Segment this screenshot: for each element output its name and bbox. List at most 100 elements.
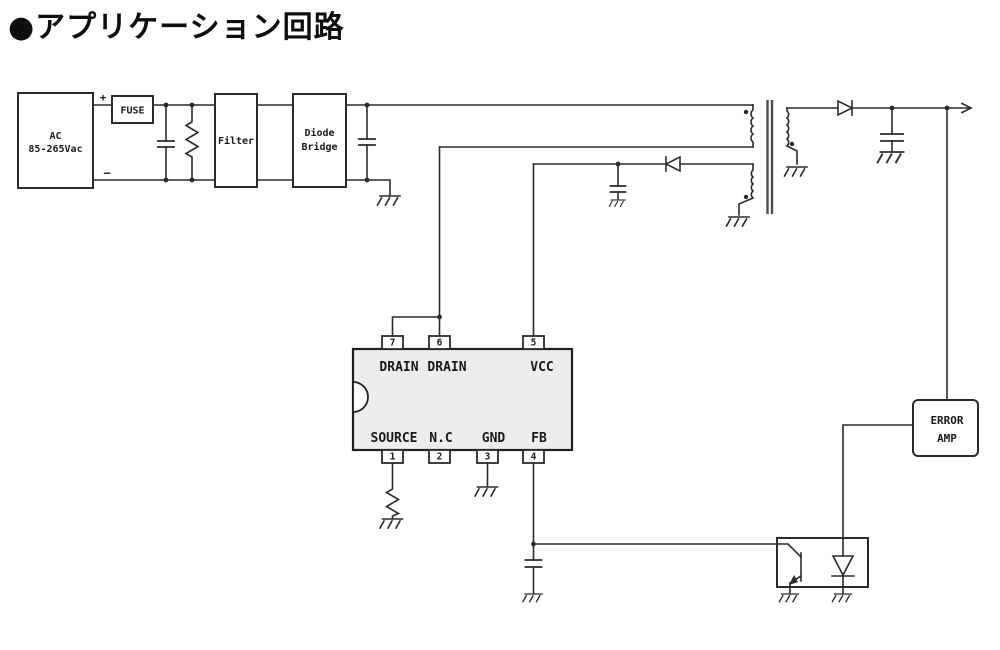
ground-icon	[608, 199, 626, 207]
diode-bridge-label-2: Bridge	[301, 141, 337, 153]
diode-icon	[837, 99, 854, 117]
fuse-box	[111, 95, 154, 124]
pin-number: 6	[437, 338, 443, 349]
diode-icon	[664, 155, 681, 173]
source-sense-resistor	[384, 462, 401, 519]
junction-dot	[163, 177, 169, 183]
pin-6	[428, 335, 451, 350]
pin-5	[522, 335, 545, 350]
error-amp-label-2: AMP	[937, 432, 957, 445]
capacitor-icon	[609, 185, 627, 193]
pin-label-gnd: GND	[482, 431, 506, 446]
capacitor-icon	[157, 140, 175, 148]
pin-number: 3	[485, 452, 491, 463]
input-bleeder-resistor	[184, 104, 200, 181]
pin-4	[522, 449, 545, 464]
junction-dots	[163, 102, 950, 547]
minus-terminal-label: −	[103, 166, 110, 180]
ac-source-block: AC 85-265Vac + −	[17, 91, 111, 189]
capacitor-icon	[880, 133, 904, 142]
pin-2	[428, 449, 451, 464]
ac-source-label: AC	[49, 131, 61, 142]
ground-icon	[725, 216, 750, 227]
opto-led-icon	[831, 537, 855, 594]
opto-phototransistor-icon	[776, 543, 803, 594]
junction-dot	[364, 177, 370, 183]
pin-number: 5	[531, 338, 537, 349]
wire	[345, 179, 391, 196]
transformer-core	[766, 100, 774, 214]
ground-icon	[474, 486, 499, 497]
plus-terminal-label: +	[100, 91, 107, 104]
pin-number: 1	[390, 452, 396, 463]
ic-chip: 7 6 5 1 2 3 4 DRAIN DRAIN VCC SOURCE N.C…	[351, 335, 574, 464]
transformer	[738, 100, 798, 216]
capacitor-icon	[358, 138, 376, 146]
diode-bridge-block: Diode Bridge	[292, 93, 347, 188]
ground-icon	[876, 151, 905, 164]
secondary-winding	[785, 107, 798, 165]
pin-number: 7	[390, 338, 396, 349]
junction-dot	[163, 102, 169, 108]
wire	[842, 424, 914, 539]
junction-dot	[189, 177, 195, 183]
fuse-label: FUSE	[120, 106, 144, 117]
ic-body	[351, 347, 574, 452]
error-amp-label-1: ERROR	[930, 414, 963, 427]
vcc-capacitor	[609, 163, 627, 200]
ground-icon	[379, 518, 404, 529]
pin-label-drain-6: DRAIN	[427, 360, 466, 375]
pin-label-nc: N.C	[429, 431, 452, 446]
optocoupler-box	[776, 537, 869, 588]
junction-dot	[944, 105, 950, 111]
junction-dot	[437, 314, 442, 320]
wires	[92, 104, 971, 545]
ground-icon	[778, 593, 800, 603]
ic-notch	[352, 381, 369, 413]
diode-bridge-label-1: Diode	[304, 127, 334, 139]
output-arrow-icon	[960, 102, 973, 114]
pin-7	[381, 335, 404, 350]
page-title: ●アプリケーション回路	[8, 10, 345, 45]
pin-label-source: SOURCE	[371, 431, 418, 446]
fuse-block: FUSE	[111, 95, 154, 124]
optocoupler	[776, 537, 869, 594]
wire	[391, 316, 441, 337]
diode-bridge-box	[292, 93, 347, 188]
polarity-dot	[743, 194, 749, 200]
junction-dot	[189, 102, 195, 108]
filter-label: Filter	[218, 135, 254, 147]
filter-box	[214, 93, 258, 188]
output-diode	[837, 99, 854, 117]
polarity-dot	[789, 141, 795, 147]
ground-icon	[783, 166, 808, 177]
input-filter-capacitor	[157, 104, 175, 181]
pin-number: 4	[531, 452, 537, 463]
ground-icon	[831, 593, 853, 603]
output-capacitor	[880, 107, 904, 152]
junction-dot	[364, 102, 370, 108]
ground-icon	[376, 195, 401, 206]
resistor-icon	[384, 462, 401, 519]
fb-capacitor	[524, 543, 543, 594]
junction-dot	[531, 541, 536, 547]
pin-label-fb: FB	[531, 431, 547, 446]
resistor-icon	[184, 104, 200, 181]
pin-number: 2	[437, 452, 443, 463]
junction-dot	[615, 161, 621, 167]
ac-source-voltage-label: 85-265Vac	[28, 144, 82, 155]
error-amp-box	[912, 399, 979, 457]
pin-label-drain-7: DRAIN	[379, 360, 418, 375]
polarity-dot	[743, 109, 749, 115]
junction-dot	[889, 105, 895, 111]
primary-winding	[750, 104, 755, 148]
ac-source-box	[17, 92, 94, 189]
pin-3	[476, 449, 499, 464]
vcc-diode	[664, 155, 681, 173]
error-amp-block: ERROR AMP	[912, 399, 979, 457]
pin-label-vcc: VCC	[530, 360, 553, 375]
bulk-capacitor	[358, 104, 376, 181]
filter-block: Filter	[214, 93, 258, 188]
